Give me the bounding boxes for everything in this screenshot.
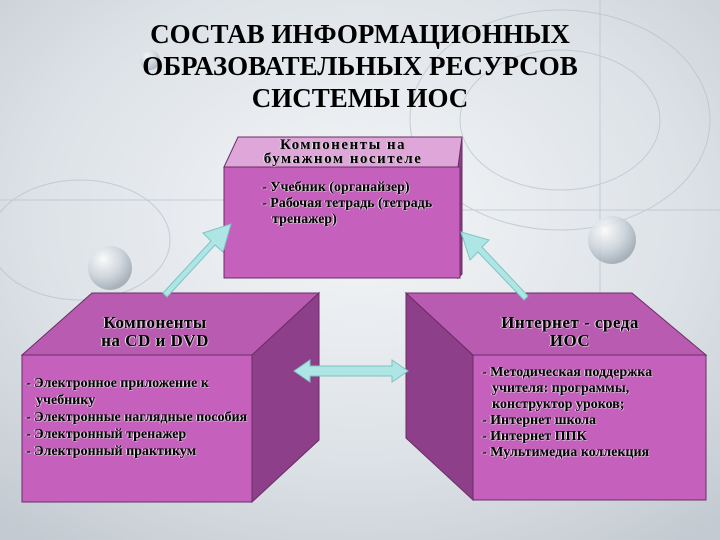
list-item: Электронное приложение к учебнику [26, 375, 250, 409]
internet-heading-line-2: ИОС [549, 331, 591, 350]
list-item: Методическая поддержка учителя: программ… [482, 365, 704, 413]
paper-box-list: Учебник (органайзер) Рабочая тетрадь (те… [262, 180, 452, 228]
arrow-internet-to-paper [460, 231, 529, 301]
cd-box-list: Электронное приложение к учебнику Электр… [26, 375, 250, 460]
list-item: Интернет ППК [482, 429, 704, 445]
title-line-2: ОБРАЗОВАТЕЛЬНЫХ РЕСУРСОВ [142, 51, 578, 81]
title-line-1: СОСТАВ ИНФОРМАЦИОННЫХ [150, 19, 570, 49]
arrow-cd-internet [293, 359, 409, 383]
internet-box-list: Методическая поддержка учителя: программ… [482, 365, 704, 461]
internet-box-heading: Интернет - среда ИОС [470, 314, 670, 350]
paper-heading-line-1: Компоненты на [279, 137, 407, 153]
arrow-cd-to-paper [162, 223, 232, 298]
title-line-3: СИСТЕМЫ ИОС [251, 83, 469, 113]
cd-box-heading: Компоненты на CD и DVD [70, 314, 240, 350]
paper-heading-line-2: бумажном носителе [263, 151, 423, 167]
internet-heading-line-1: Интернет - среда [501, 313, 639, 332]
cd-heading-line-1: Компоненты [103, 313, 207, 332]
slide-title: СОСТАВ ИНФОРМАЦИОННЫХ ОБРАЗОВАТЕЛЬНЫХ РЕ… [0, 18, 720, 114]
list-item: Электронный тренажер [26, 426, 250, 443]
list-item: Электронный практикум [26, 443, 250, 460]
list-item: Мультимедиа коллекция [482, 445, 704, 461]
list-item: Интернет школа [482, 413, 704, 429]
paper-box-heading: Компоненты на бумажном носителе [230, 137, 456, 167]
list-item: Рабочая тетрадь (тетрадь тренажер) [262, 196, 452, 228]
list-item: Учебник (органайзер) [262, 180, 452, 196]
list-item: Электронные наглядные пособия [26, 409, 250, 426]
cd-heading-line-2: на CD и DVD [101, 331, 209, 350]
